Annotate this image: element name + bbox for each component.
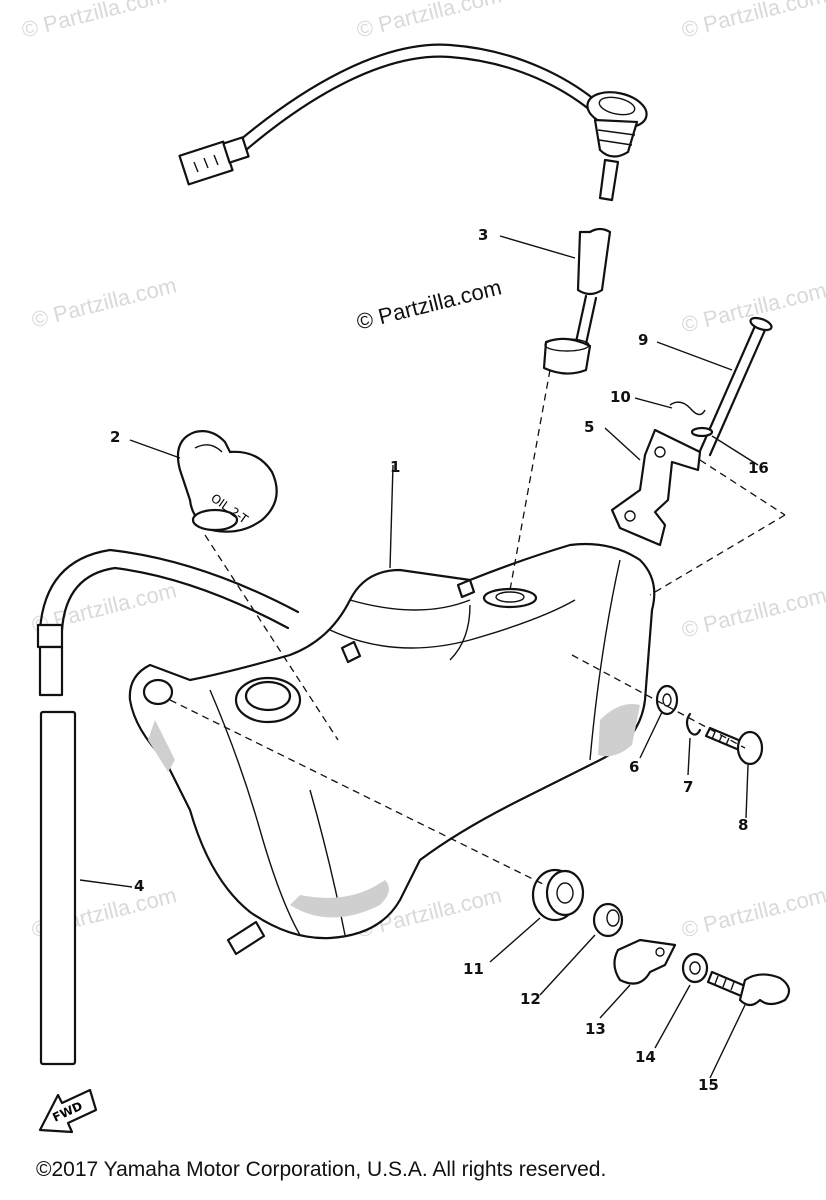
grommet-clamp-set (531, 868, 791, 1007)
callout-12: 12 (520, 990, 541, 1008)
breather-hose (36, 548, 300, 1066)
callout-10: 10 (610, 388, 631, 406)
callout-14: 14 (635, 1048, 656, 1066)
washer-bolt-set (655, 684, 764, 766)
mounting-bracket (610, 428, 702, 547)
callout-9: 9 (638, 331, 649, 349)
callout-4: 4 (134, 877, 145, 895)
rod-assembly (669, 316, 773, 457)
callout-2: 2 (110, 428, 121, 446)
forward-arrow: FWD (38, 1088, 98, 1134)
callout-5: 5 (584, 418, 595, 436)
hose-segment (39, 710, 77, 1066)
callout-15: 15 (698, 1076, 719, 1094)
callout-3: 3 (478, 226, 489, 244)
callout-13: 13 (585, 1020, 606, 1038)
callout-11: 11 (463, 960, 484, 978)
callout-7: 7 (683, 778, 694, 796)
callout-1: 1 (390, 458, 401, 476)
oil-tank (128, 542, 656, 956)
copyright-notice: ©2017 Yamaha Motor Corporation, U.S.A. A… (36, 1158, 607, 1181)
oil-level-sensor (178, 43, 648, 375)
callout-8: 8 (738, 816, 749, 834)
callout-16: 16 (748, 459, 769, 477)
oil-tank-cap: OIL 2-T (176, 430, 278, 533)
callout-6: 6 (629, 758, 640, 776)
